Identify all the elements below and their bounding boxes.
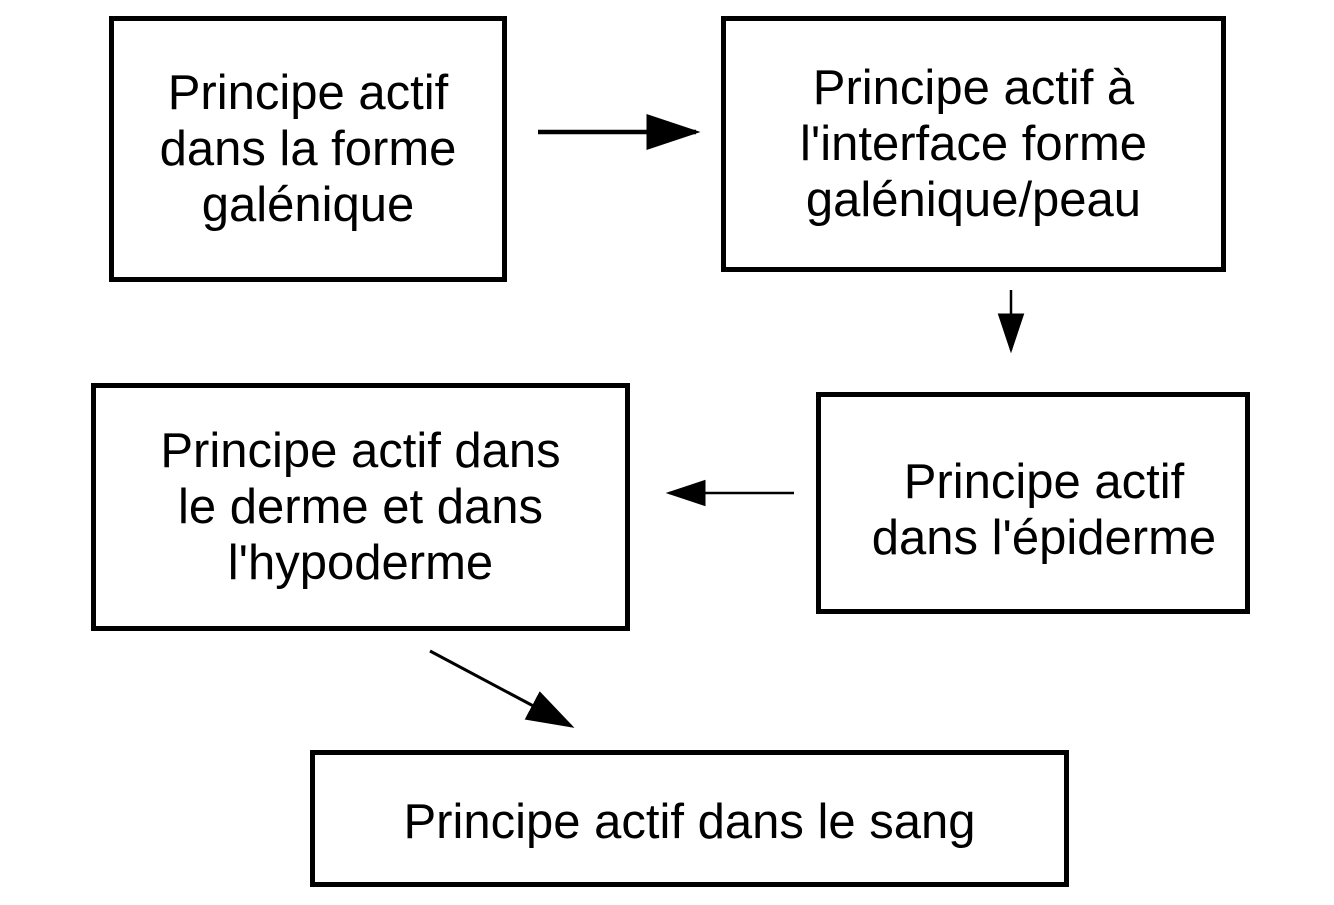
node-interface-forme-peau: Principe actif à l'interface forme galén… (721, 16, 1226, 272)
node-sang: Principe actif dans le sang (310, 750, 1069, 887)
node-label: Principe actif dans le derme et dans l'h… (160, 424, 561, 590)
arrow-derme-to-sang (429, 649, 575, 728)
node-epiderme: Principe actif dans l'épiderme (816, 392, 1250, 614)
node-label: Principe actif dans la forme galénique (159, 66, 457, 232)
node-derme-hypoderme: Principe actif dans le derme et dans l'h… (91, 383, 630, 631)
node-label: Principe actif dans le sang (403, 794, 976, 849)
node-forme-galenique: Principe actif dans la forme galénique (109, 16, 507, 282)
node-label: Principe actif dans l'épiderme (871, 455, 1217, 565)
node-label: Principe actif à l'interface forme galén… (799, 61, 1148, 227)
